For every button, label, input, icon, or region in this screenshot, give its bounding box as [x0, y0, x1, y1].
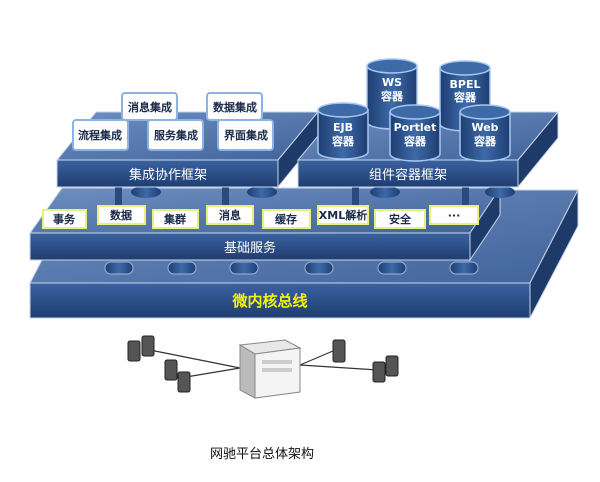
- integration-label: 流程集成: [78, 128, 122, 142]
- base-service-labels: 事务 数据 集群 消息 缓存 XML解析 安全 ···: [53, 208, 460, 226]
- bus-label: 微内核总线: [231, 292, 307, 310]
- container-name: EJB: [333, 121, 353, 134]
- container-portlet: [389, 104, 441, 162]
- integration-label: 数据集成: [213, 100, 257, 114]
- computer-icon: [332, 339, 346, 363]
- container-ejb: [317, 102, 369, 160]
- integration-items: [72, 92, 274, 151]
- server-icon: [238, 339, 302, 399]
- service-chip: [42, 209, 87, 229]
- client-icons: [127, 335, 399, 393]
- service-label: 事务: [53, 212, 76, 226]
- service-label: 缓存: [275, 212, 297, 226]
- service-chip: [152, 209, 199, 229]
- computer-icon: [127, 340, 141, 362]
- container-web: [459, 104, 511, 162]
- container-name: Web: [471, 121, 498, 134]
- caption: 网驰平台总体架构: [210, 447, 314, 462]
- container-label: 组件容器框架: [369, 167, 447, 183]
- integration-label: 界面集成: [224, 128, 268, 142]
- service-chip: [317, 205, 369, 225]
- container-sub: 容器: [380, 89, 404, 103]
- computer-icon: [164, 359, 178, 381]
- base-label: 基础服务: [224, 240, 276, 256]
- service-chip: [97, 205, 146, 225]
- integration-label: 服务集成: [154, 128, 198, 142]
- pillars: [115, 186, 515, 209]
- container-sub: 容器: [473, 134, 497, 148]
- containers: WS 容器 BPEL 容器 EJB 容器 Portlet 容器 Web 容器: [317, 58, 511, 162]
- computer-icon: [141, 335, 155, 357]
- container-name: BPEL: [450, 78, 481, 91]
- service-label: 安全: [389, 212, 412, 226]
- service-label: 数据: [110, 208, 132, 222]
- service-label: ···: [448, 209, 461, 222]
- service-chip: [374, 209, 426, 229]
- integration-labels: 消息集成 数据集成 流程集成 服务集成 界面集成: [78, 100, 268, 142]
- bus-connectors: [104, 261, 479, 275]
- service-chip: [262, 209, 311, 229]
- service-chip: [429, 205, 479, 225]
- integration-label: 集成协作框架: [129, 167, 207, 183]
- container-sub: 容器: [331, 134, 355, 148]
- container-name: WS: [382, 76, 402, 89]
- service-chip: [206, 205, 254, 225]
- integration-box: [217, 119, 274, 151]
- service-label: 集群: [163, 212, 186, 226]
- integration-label: 消息集成: [128, 100, 172, 114]
- integration-box: [147, 119, 204, 151]
- network-diagram: [127, 335, 399, 399]
- base-services: [42, 205, 479, 229]
- container-sub: 容器: [453, 90, 477, 104]
- integration-box: [72, 119, 129, 151]
- container-sub: 容器: [403, 134, 427, 148]
- service-label: 消息: [219, 208, 241, 222]
- computer-icon: [177, 371, 191, 393]
- container-name: Portlet: [394, 121, 437, 134]
- computer-icon: [372, 361, 386, 383]
- service-label: XML解析: [319, 208, 367, 222]
- computer-icon: [385, 355, 399, 377]
